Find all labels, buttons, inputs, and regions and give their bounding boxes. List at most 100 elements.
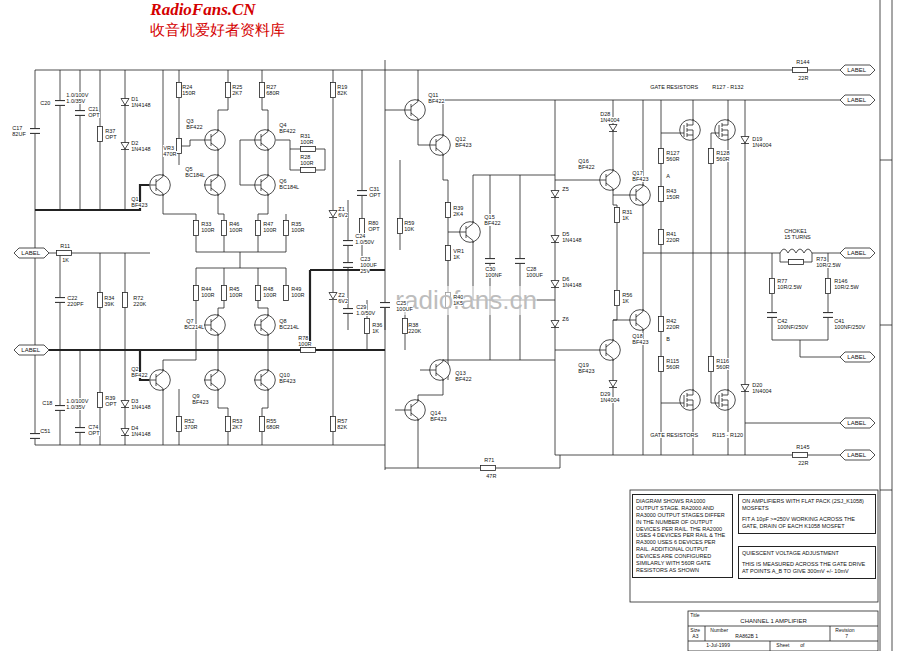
component-label: BF422 bbox=[279, 128, 296, 134]
component-label: 470R bbox=[163, 151, 177, 157]
component-label: BF423 bbox=[131, 202, 148, 208]
component-label: 680R bbox=[266, 424, 280, 430]
component-label: 560R bbox=[666, 364, 680, 370]
component-label: 150R bbox=[666, 194, 680, 200]
component-label: 100R bbox=[263, 292, 277, 298]
component-label: 100R bbox=[201, 227, 215, 233]
site-subtitle: 收音机爱好者资料库 bbox=[150, 22, 286, 39]
note-text: ON AMPLIFIERS WITH FLAT PACK (2SJ_K1058)… bbox=[742, 498, 872, 512]
component-label: 82UF bbox=[12, 131, 26, 137]
component-label: 15 TURNS bbox=[784, 234, 811, 240]
component-label: BF423 bbox=[455, 142, 472, 148]
component-label: OPT bbox=[88, 430, 100, 436]
component-label: BF423 bbox=[632, 176, 649, 182]
component-label: 100R bbox=[291, 227, 305, 233]
title-block-cell: RA862B 1 bbox=[735, 634, 758, 640]
component-label: 100R bbox=[229, 227, 243, 233]
component-label: 220PF bbox=[67, 301, 84, 307]
component-label: 10K bbox=[404, 226, 414, 232]
component-label: R144 bbox=[796, 59, 810, 65]
component-label: 220K bbox=[133, 301, 146, 307]
component-label: BF422 bbox=[428, 98, 445, 104]
component-label: 82K bbox=[337, 90, 347, 96]
component-label: 150R bbox=[182, 90, 196, 96]
port-label: LABEL bbox=[847, 67, 866, 74]
component-label: 220R bbox=[666, 324, 680, 330]
site-banner: RadioFans.CN bbox=[150, 1, 256, 20]
component-label: 100NF bbox=[485, 272, 502, 278]
component-label: 10R/2.5W bbox=[816, 262, 841, 268]
component-label: 47R bbox=[486, 473, 497, 479]
title-block-cell: 1-Jul-1999 bbox=[706, 643, 730, 649]
component-label: BF422 bbox=[186, 124, 203, 130]
component-label: 220K bbox=[408, 328, 421, 334]
component-label: C51 bbox=[40, 428, 51, 434]
component-label: 1N4004 bbox=[752, 142, 772, 148]
component-label: R145 bbox=[796, 444, 810, 450]
component-label: R71 bbox=[484, 457, 495, 463]
component-label: 560R bbox=[716, 156, 730, 162]
component-label: 1N4148 bbox=[131, 102, 151, 108]
component-label: B bbox=[666, 336, 670, 342]
component-label: 100R bbox=[291, 292, 305, 298]
component-label: 1.0/35V bbox=[66, 98, 86, 104]
component-label: 1K bbox=[453, 254, 460, 260]
component-label: 22R bbox=[798, 75, 809, 81]
note-text: THIS IS MEASURED ACROSS THE GATE DRIVE A… bbox=[742, 561, 872, 575]
component-label: 1.0/50V bbox=[356, 310, 376, 316]
port-label: LABEL bbox=[847, 452, 866, 459]
component-label: 22R bbox=[798, 460, 809, 466]
component-label: OPT bbox=[88, 112, 100, 118]
port-label: LABEL bbox=[847, 420, 866, 427]
component-label: 680R bbox=[266, 90, 280, 96]
component-label: BF422 bbox=[484, 220, 501, 226]
component-label: OPT bbox=[369, 192, 381, 198]
component-label: 10R/2.5W bbox=[834, 284, 859, 290]
component-label: 1K bbox=[622, 215, 629, 221]
component-label: 560R bbox=[716, 364, 730, 370]
component-label: 25V bbox=[360, 268, 370, 274]
component-label: 10R/2.5W bbox=[777, 284, 802, 290]
component-label: OPT bbox=[105, 134, 117, 140]
note-text: QUIESCENT VOLTAGE ADJUSTMENT bbox=[742, 550, 872, 557]
component-label: 1N4148 bbox=[131, 404, 151, 410]
title-block-cell: of bbox=[800, 643, 805, 649]
title-block-cell: Revision bbox=[835, 628, 855, 634]
component-label: 100R bbox=[300, 160, 314, 166]
component-label: Z6 bbox=[562, 316, 569, 322]
component-label: BF423 bbox=[632, 339, 649, 345]
port-label: LABEL bbox=[847, 250, 866, 257]
component-label: 1N4148 bbox=[562, 282, 582, 288]
component-label: 1K5 bbox=[453, 300, 463, 306]
region-note: GATE RESISTORS bbox=[650, 432, 698, 438]
component-label: 1N4004 bbox=[600, 397, 620, 403]
component-label: 100NF/250V bbox=[834, 324, 865, 330]
component-label: 39K bbox=[104, 301, 114, 307]
component-label: Z5 bbox=[562, 186, 569, 192]
note-text: DIAGRAM SHOWS RA1000 OUTPUT STAGE. RA200… bbox=[636, 498, 729, 574]
component-label: 1K bbox=[62, 257, 69, 263]
component-label: 1.0/50V bbox=[355, 239, 375, 245]
component-label: 560R bbox=[666, 156, 680, 162]
component-label: A bbox=[666, 173, 670, 179]
component-label: 1N4148 bbox=[131, 431, 151, 437]
component-label: 2K7 bbox=[232, 90, 242, 96]
component-label: C20 bbox=[40, 100, 51, 106]
component-label: 1N4004 bbox=[752, 388, 772, 394]
note-box: ON AMPLIFIERS WITH FLAT PACK (2SJ_K1058)… bbox=[738, 494, 876, 534]
component-label: 370R bbox=[184, 424, 198, 430]
component-label: 1N4148 bbox=[562, 237, 582, 243]
component-label: OPT bbox=[105, 401, 117, 407]
component-label: BF422 bbox=[578, 164, 595, 170]
component-label: BC184L bbox=[279, 184, 299, 190]
title-block-cell: Title bbox=[690, 613, 700, 619]
component-label: BF422 bbox=[455, 376, 472, 382]
region-note: R127 - R132 bbox=[712, 84, 744, 90]
component-label: BF423 bbox=[192, 399, 209, 405]
component-label: 100R bbox=[300, 139, 314, 145]
component-label: BC184L bbox=[185, 172, 205, 178]
component-label: 1.0/35V bbox=[66, 404, 86, 410]
note-box: QUIESCENT VOLTAGE ADJUSTMENT THIS IS MEAS… bbox=[738, 546, 876, 579]
component-label: 100R bbox=[201, 292, 215, 298]
component-label: 2K7 bbox=[232, 424, 242, 430]
